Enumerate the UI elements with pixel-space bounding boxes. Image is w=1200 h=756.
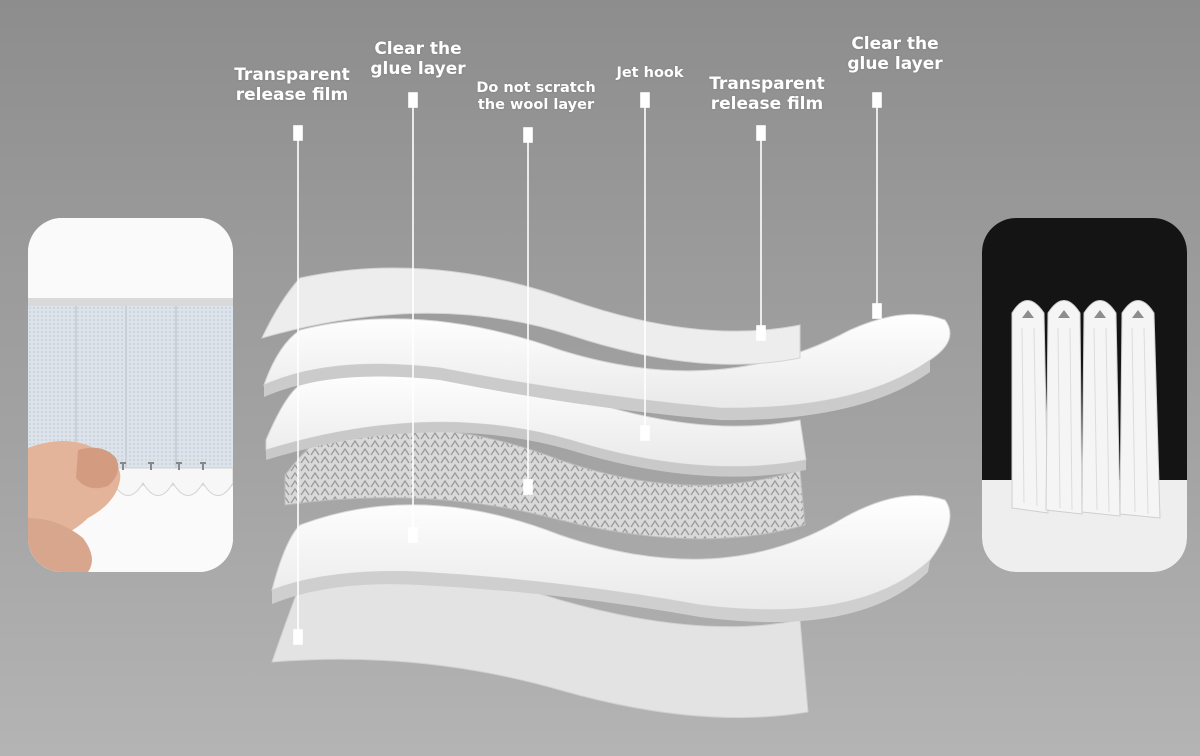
label-line-2: the wool layer (477, 97, 595, 114)
left-photo-illustration (28, 218, 233, 572)
right-product-photo (982, 218, 1187, 572)
label-line-1: Do not scratch (476, 80, 596, 96)
label-transparent-release-film-left: Transparent release film (222, 65, 362, 106)
label-line-2: release film (710, 94, 824, 115)
top-release-film (261, 267, 801, 365)
label-line-1: Clear the (851, 34, 939, 54)
label-line-1: Clear the (374, 39, 462, 59)
left-product-photo (28, 218, 233, 572)
label-clear-glue-layer-right: Clear the glue layer (825, 34, 965, 75)
label-line-1: Transparent (234, 65, 350, 85)
pointer-lines (293, 92, 882, 645)
right-photo-illustration (982, 218, 1187, 572)
label-transparent-release-film-right: Transparent release film (697, 74, 837, 115)
label-jet-hook: Jet hook (595, 65, 705, 82)
label-line-2: glue layer (847, 54, 943, 75)
label-line-1: Jet hook (616, 65, 684, 81)
label-do-not-scratch-wool-layer: Do not scratch the wool layer (466, 80, 606, 115)
label-clear-glue-layer-left: Clear the glue layer (348, 39, 488, 80)
label-line-2: release film (235, 85, 349, 106)
label-line-2: glue layer (370, 59, 466, 80)
label-line-1: Transparent (709, 74, 825, 94)
top-glue-layer (263, 313, 951, 409)
